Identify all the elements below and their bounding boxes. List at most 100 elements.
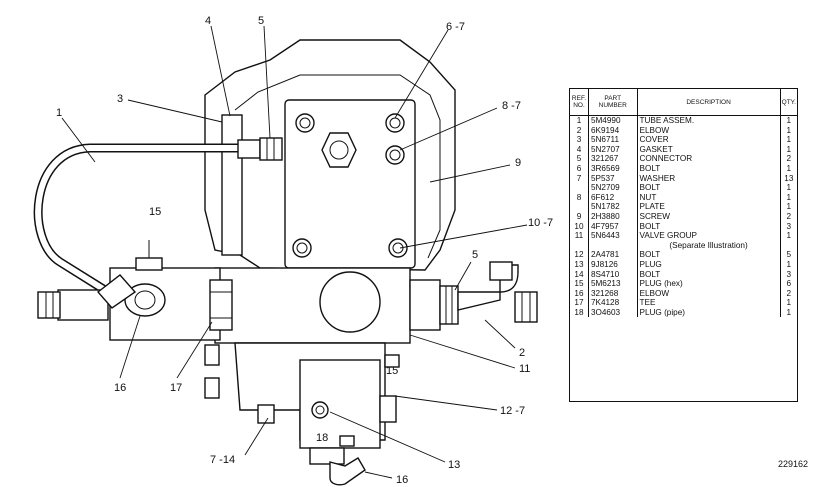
ref-cell: 11	[570, 231, 589, 241]
qty-cell: 2	[786, 211, 792, 221]
description-cell: ELBOW	[637, 125, 781, 136]
qty-cell: 1	[786, 307, 792, 317]
description-cell: CONNECTOR	[637, 154, 781, 164]
plate-bolts	[292, 113, 408, 258]
ref-cell: 6	[570, 163, 589, 174]
callout-10: 10 -7	[528, 217, 553, 229]
ref-cell: 13	[570, 259, 589, 270]
qty-cell: 1	[786, 144, 792, 154]
ref-cell: 15	[570, 279, 589, 289]
description-cell: VALVE GROUP	[637, 231, 781, 241]
valve-group-cap	[319, 271, 381, 333]
ref-cell	[570, 202, 589, 212]
description-cell: GASKET	[637, 144, 781, 155]
part-number-cell	[588, 240, 638, 251]
qty-cell: 1	[786, 135, 792, 145]
part-number-cell: 5N6711	[588, 135, 638, 145]
description-cell: WASHER	[637, 173, 781, 184]
callout-9: 9	[515, 157, 521, 169]
exploded-parts-diagram: 1 2 3 4 5 5 6 -7 7 -14 8 -7 9 10 -7 11 1…	[33, 15, 553, 486]
part-number-cell: 3O4603	[588, 307, 638, 318]
callout-labels: 1 2 3 4 5 5 6 -7 7 -14 8 -7 9 10 -7 11 1…	[56, 15, 553, 486]
ref-cell: 2	[570, 125, 589, 136]
part-number-cell: 5N1782	[588, 202, 638, 212]
qty-cell: 2	[786, 154, 792, 164]
table-row: (Separate Illustration)	[570, 240, 797, 251]
valve-group-body	[214, 267, 411, 344]
part-number-cell: 5M4990	[588, 115, 638, 126]
ref-cell: 12	[570, 250, 589, 260]
description-cell: TEE	[637, 298, 781, 308]
plug-18	[339, 435, 355, 447]
description-cell: PLUG (hex)	[637, 279, 781, 289]
part-number-cell: 9J8126	[588, 259, 638, 270]
ref-cell: 8	[570, 192, 589, 203]
bottom-elbow	[309, 447, 366, 486]
ref-cell: 17	[570, 298, 589, 308]
left-fittings	[37, 274, 166, 321]
description-cell: PLUG	[637, 259, 781, 270]
ref-cell: 7	[570, 173, 589, 184]
part-number-cell: 5N2707	[588, 144, 638, 155]
part-number-cell: 2A4781	[588, 250, 638, 260]
qty-cell: 1	[786, 259, 792, 269]
qty-cell: 1	[786, 163, 792, 173]
table-header-row: REF. NO. PART NUMBER DESCRIPTION QTY.	[570, 89, 797, 116]
qty-cell: 5	[786, 250, 792, 260]
qty-cell: 3	[786, 221, 792, 231]
qty-cell: 6	[786, 279, 792, 289]
callout-2: 2	[519, 347, 525, 359]
ref-cell: 9	[570, 211, 589, 222]
header-qty: QTY.	[780, 89, 797, 116]
header-ref-no: REF. NO.	[570, 89, 589, 116]
part-number-cell: 6K9194	[588, 125, 638, 136]
description-cell: ELBOW	[637, 288, 781, 299]
ref-cell: 5	[570, 154, 589, 164]
header-part-number: PART NUMBER	[588, 89, 638, 116]
bottom-bolts	[204, 344, 400, 424]
callout-11: 11	[519, 363, 530, 375]
callout-5-top: 5	[258, 15, 264, 27]
callout-3: 3	[117, 93, 123, 105]
qty-cell: 1	[786, 192, 792, 202]
qty-cell: 1	[786, 298, 792, 308]
figure-number: 229162	[777, 459, 808, 469]
ref-cell: 14	[570, 269, 589, 280]
part-number-cell: 4F7957	[588, 221, 638, 232]
description-cell: NUT	[637, 192, 781, 203]
ref-cell: 16	[570, 288, 589, 299]
ref-cell	[570, 183, 589, 193]
ref-cell: 3	[570, 135, 589, 145]
callout-8: 8 -7	[502, 100, 521, 112]
callout-16-bottom: 16	[396, 474, 408, 486]
plug-hex-top	[135, 240, 163, 271]
description-cell: PLATE	[637, 202, 781, 212]
callout-7: 7 -14	[210, 454, 235, 466]
callout-13: 13	[448, 459, 460, 471]
part-number-cell: 3R6569	[588, 163, 638, 174]
callout-16-left: 16	[114, 382, 126, 394]
tube-assembly-inner	[35, 145, 241, 295]
header-description: DESCRIPTION	[637, 89, 781, 116]
description-cell: BOLT	[637, 221, 781, 232]
tee-fitting	[209, 279, 233, 331]
cover-plate	[221, 114, 243, 256]
ref-cell: 18	[570, 307, 589, 318]
